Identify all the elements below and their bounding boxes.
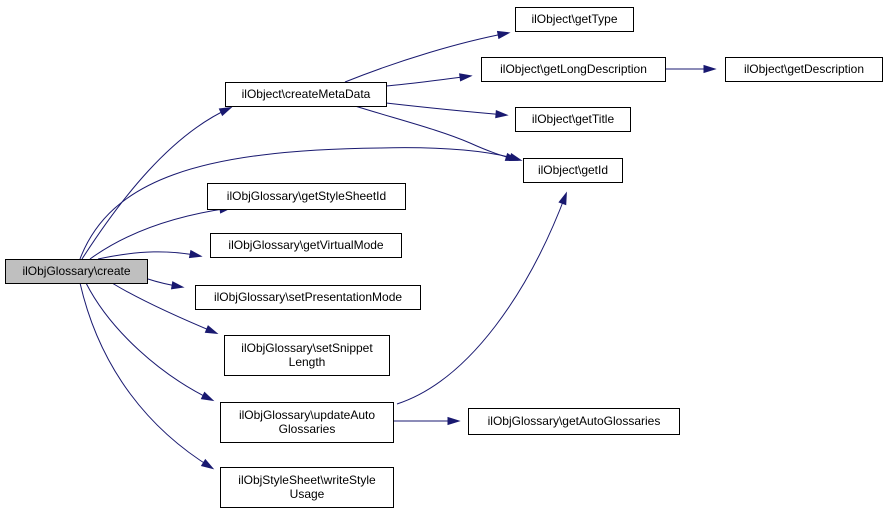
edge-getLongDescription-to-getDescription-arrowhead [703,64,717,74]
node-createMetaData[interactable]: ilObject\createMetaData [225,82,387,107]
edge-createMetaData-to-getLongDescription-arrowhead [459,73,473,82]
node-setPresentationMode-label: ilObjGlossary\setPresentationMode [214,290,402,304]
edge-create-to-getVirtualMode [97,249,203,260]
node-getAutoGlossaries-box [468,408,680,435]
edge-create-to-getId-line [79,147,521,260]
edge-create-to-createMetaData-arrowhead [218,106,233,117]
node-create-label: ilObjGlossary\create [22,264,130,278]
node-writeStyleUsage-label-line1: ilObjStyleSheet\writeStyle [238,473,376,487]
edge-create-to-getVirtualMode-arrowhead [188,249,203,259]
edge-create-to-writeStyleUsage [79,282,215,470]
edge-create-to-createMetaData [81,106,233,260]
edge-createMetaData-to-getId-line [354,105,517,161]
node-getType-label: ilObject\getType [531,12,617,26]
node-setSnippetLength-label-line2: Length [289,355,326,369]
node-getTitle-label: ilObject\getTitle [532,112,615,126]
node-getTitle[interactable]: ilObject\getTitle [515,107,631,132]
edge-create-to-setPresentationMode [147,278,185,290]
node-writeStyleUsage-box [220,467,394,508]
edge-create-to-updateAutoGlossaries [85,282,215,402]
nodes-layer: ilObjGlossary\create ilObject\createMetaD… [5,7,883,508]
node-getDescription[interactable]: ilObject\getDescription [725,57,883,82]
node-writeStyleUsage-label-line2: Usage [290,487,325,501]
edge-createMetaData-to-getId-arrowhead [504,152,519,161]
edge-createMetaData-to-getId [354,105,519,161]
edges-layer [79,30,717,470]
edge-createMetaData-to-getTitle [385,102,509,119]
node-getLongDescription-label: ilObject\getLongDescription [500,62,647,76]
edge-updateAutoGlossaries-to-getId-line [396,193,567,405]
edge-createMetaData-to-getType [344,30,511,83]
edge-updateAutoGlossaries-to-getAutoGlossaries-arrowhead [447,416,461,426]
edge-createMetaData-to-getType-arrowhead [496,30,511,40]
edge-create-to-getStyleSheetId [89,205,233,260]
node-getDescription-label: ilObject\getDescription [744,62,864,76]
node-updateAutoGlossaries-label-line2: Glossaries [279,422,336,436]
node-getTitle-box [515,107,631,132]
node-getStyleSheetId-box [207,183,406,210]
node-getVirtualMode[interactable]: ilObjGlossary\getVirtualMode [210,233,402,258]
node-setPresentationMode[interactable]: ilObjGlossary\setPresentationMode [195,285,421,310]
edge-createMetaData-to-getTitle-line [385,102,507,116]
edge-create-to-updateAutoGlossaries-line [85,282,213,401]
edge-create-to-getVirtualMode-line [97,251,201,260]
node-createMetaData-label: ilObject\createMetaData [242,87,371,101]
node-updateAutoGlossaries-box [220,402,394,443]
edge-createMetaData-to-getLongDescription [385,73,473,87]
edge-create-to-setSnippetLength-arrowhead [204,325,219,335]
node-getDescription-box [725,57,883,82]
node-create-box [5,259,148,284]
node-setPresentationMode-box [195,285,421,310]
node-getType[interactable]: ilObject\getType [515,7,634,32]
node-getAutoGlossaries-label: ilObjGlossary\getAutoGlossaries [488,414,661,428]
edge-create-to-setSnippetLength-line [111,282,217,334]
node-getVirtualMode-box [210,233,402,258]
edge-create-to-setPresentationMode-arrowhead [170,281,185,290]
node-getId[interactable]: ilObject\getId [523,158,623,183]
node-getLongDescription[interactable]: ilObject\getLongDescription [481,57,666,82]
node-createMetaData-box [225,82,387,107]
edge-create-to-updateAutoGlossaries-arrowhead [200,391,215,402]
edge-updateAutoGlossaries-to-getAutoGlossaries [392,416,461,426]
edge-createMetaData-to-getTitle-arrowhead [495,109,509,119]
node-getAutoGlossaries[interactable]: ilObjGlossary\getAutoGlossaries [468,408,680,435]
node-create[interactable]: ilObjGlossary\create [5,259,148,284]
node-getId-label: ilObject\getId [538,163,608,177]
edge-updateAutoGlossaries-to-getId-arrowhead [558,191,567,206]
node-getType-box [515,7,634,32]
node-setSnippetLength-box [224,335,390,376]
node-updateAutoGlossaries-label-line1: ilObjGlossary\updateAuto [239,408,375,422]
node-getStyleSheetId[interactable]: ilObjGlossary\getStyleSheetId [207,183,406,210]
edge-create-to-setSnippetLength [111,282,219,335]
edge-createMetaData-to-getLongDescription-line [385,75,471,87]
edge-getLongDescription-to-getDescription [665,64,717,74]
node-getVirtualMode-label: ilObjGlossary\getVirtualMode [228,238,384,252]
edge-create-to-getStyleSheetId-line [89,207,231,260]
edge-createMetaData-to-getType-line [344,32,509,83]
edge-create-to-createMetaData-line [81,107,231,260]
node-getId-box [523,158,623,183]
node-setSnippetLength-label-line1: ilObjGlossary\setSnippet [241,341,373,355]
node-getLongDescription-box [481,57,666,82]
node-getStyleSheetId-label: ilObjGlossary\getStyleSheetId [227,189,386,203]
edge-create-to-writeStyleUsage-arrowhead [200,458,215,470]
edge-create-to-writeStyleUsage-line [79,282,213,469]
edge-updateAutoGlossaries-to-getId [396,191,567,405]
